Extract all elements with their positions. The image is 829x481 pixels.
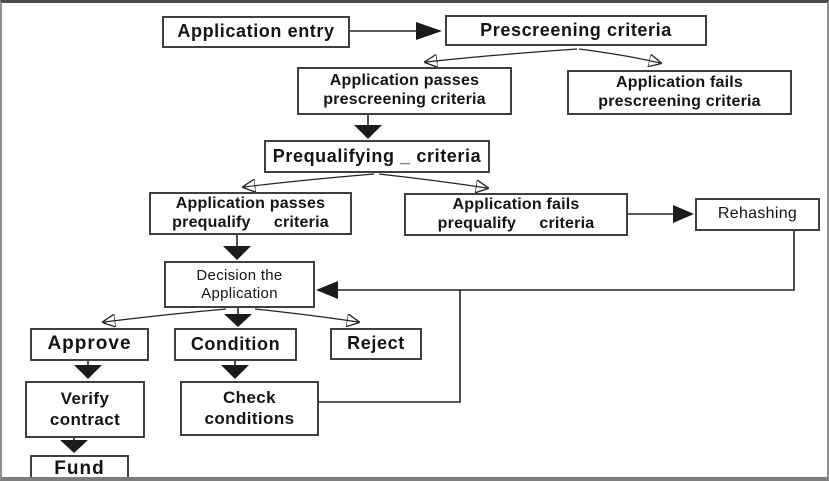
node-prescreening-criteria: Prescreening criteria bbox=[445, 15, 707, 46]
node-label-line2: prequalify criteria bbox=[172, 213, 329, 231]
node-label-line1: Decision the bbox=[196, 266, 283, 284]
node-label: Condition bbox=[190, 333, 281, 354]
node-verify-contract: Verify contract bbox=[25, 381, 145, 438]
node-label: Fund bbox=[54, 457, 105, 479]
node-label: Application entry bbox=[177, 21, 335, 42]
node-fund: Fund bbox=[30, 455, 129, 479]
node-label-line1: Application fails bbox=[452, 195, 580, 213]
node-label-line1: Application fails bbox=[616, 73, 743, 91]
edge-check-conditions-to-decision bbox=[319, 290, 461, 403]
edge-decision-to-approve bbox=[104, 308, 227, 322]
arrowhead-verify bbox=[74, 365, 102, 379]
connector-layer bbox=[60, 22, 795, 453]
node-passes-prescreening: Application passes prescreening criteria bbox=[297, 67, 512, 115]
node-label-line2: Application bbox=[201, 284, 278, 302]
node-label: Prescreening criteria bbox=[480, 19, 672, 40]
edge-prescreening-to-fails bbox=[578, 48, 660, 63]
node-prequalifying-criteria: Prequalifying _ criteria bbox=[264, 140, 490, 173]
arrowhead-decision-top bbox=[223, 246, 251, 260]
arrowhead-decision-right bbox=[316, 281, 338, 299]
arrowhead-check bbox=[221, 365, 249, 379]
node-label: Reject bbox=[347, 333, 405, 354]
edge-prequalifying-to-fails bbox=[378, 173, 487, 188]
arrowhead-fund bbox=[60, 440, 88, 453]
edge-decision-to-reject bbox=[254, 308, 358, 322]
node-reject: Reject bbox=[330, 328, 422, 360]
node-rehashing: Rehashing bbox=[695, 198, 820, 231]
node-application-entry: Application entry bbox=[162, 16, 350, 48]
node-label-line1: Application passes bbox=[175, 194, 326, 212]
node-label-line1: Check bbox=[222, 388, 277, 408]
node-label-line2: conditions bbox=[204, 408, 295, 428]
node-decision-the-application: Decision the Application bbox=[164, 261, 315, 308]
node-passes-prequalify: Application passes prequalify criteria bbox=[149, 192, 352, 235]
node-label-line2: contract bbox=[49, 409, 121, 429]
edge-prescreening-to-passes bbox=[426, 48, 578, 62]
node-fails-prequalify: Application fails prequalify criteria bbox=[404, 193, 628, 236]
node-label: Rehashing bbox=[717, 205, 798, 223]
node-label-line1: Verify bbox=[60, 389, 110, 409]
node-fails-prescreening: Application fails prescreening criteria bbox=[567, 70, 792, 115]
edge-rehashing-to-decision bbox=[338, 231, 795, 291]
arrowhead-prequalifying bbox=[354, 125, 382, 139]
node-label-line2: prequalify criteria bbox=[437, 214, 595, 232]
node-approve: Approve bbox=[30, 328, 149, 361]
arrowhead-condition bbox=[224, 314, 252, 327]
node-label-line1: Application passes bbox=[329, 72, 480, 90]
node-label: Prequalifying _ criteria bbox=[272, 145, 482, 166]
node-label: Approve bbox=[47, 333, 132, 355]
node-check-conditions: Check conditions bbox=[180, 381, 319, 436]
edge-prequalifying-to-passes bbox=[244, 173, 375, 187]
arrowhead-entry-to-prescreening bbox=[416, 22, 442, 40]
node-label-line2: prescreening criteria bbox=[323, 91, 486, 108]
node-label-line2: prescreening criteria bbox=[598, 92, 761, 110]
node-condition: Condition bbox=[174, 328, 297, 361]
arrowhead-rehashing bbox=[673, 205, 694, 223]
